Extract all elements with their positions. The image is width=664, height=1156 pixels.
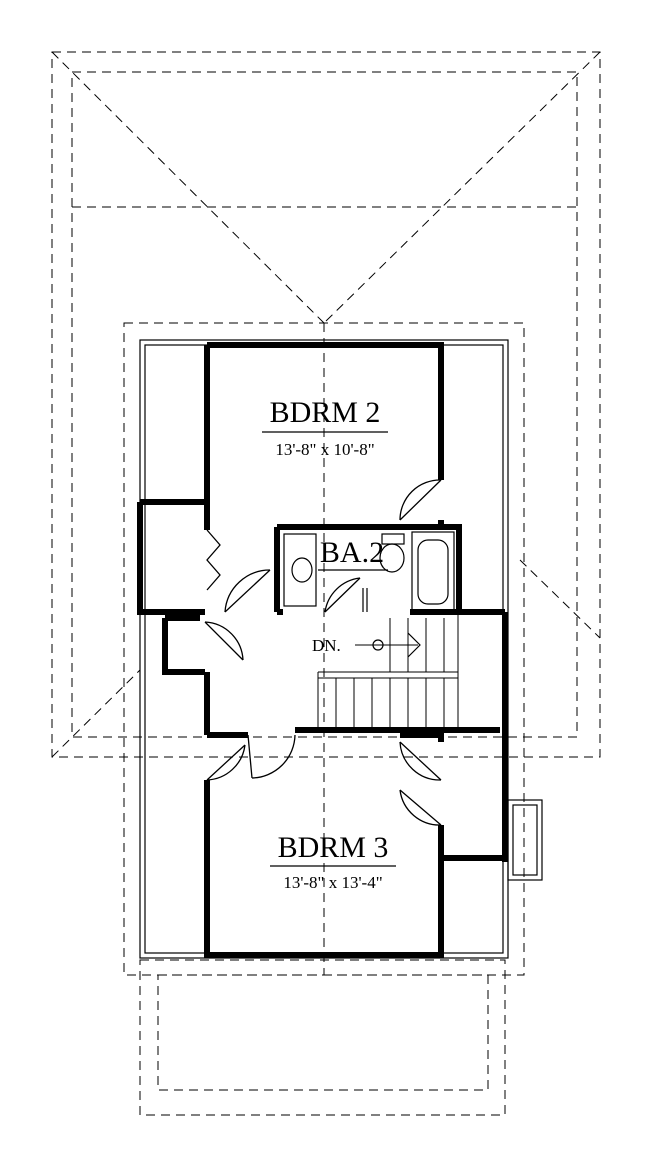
bdrm2-dims: 13'-8" x 10'-8" — [275, 440, 374, 459]
bath2-name: BA.2 — [320, 536, 384, 569]
walls — [137, 342, 508, 958]
bdrm3-name: BDRM 3 — [278, 831, 389, 864]
room-labels: BDRM 2 13'-8" x 10'-8" BA.2 DN. BDRM 3 1… — [262, 396, 396, 892]
roof-outline-top — [51, 51, 601, 758]
doors — [204, 479, 442, 826]
stairs-label: DN. — [312, 636, 341, 655]
stairs — [317, 612, 459, 730]
bdrm3-dims: 13'-8" x 13'-4" — [283, 873, 382, 892]
window-bay — [507, 799, 543, 881]
porch-roof-outline — [139, 959, 506, 1116]
bath-fixtures — [283, 531, 455, 612]
bdrm2-name: BDRM 2 — [270, 396, 381, 429]
